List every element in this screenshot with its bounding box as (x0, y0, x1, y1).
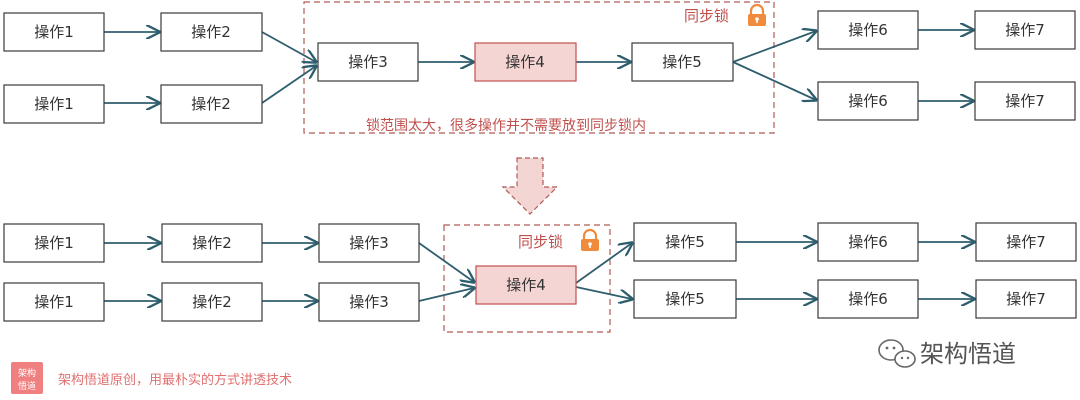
svg-text:操作7: 操作7 (1006, 290, 1046, 308)
svg-text:操作7: 操作7 (1005, 21, 1045, 39)
node-op6-row2-top: 操作6 (817, 81, 919, 121)
svg-text:操作6: 操作6 (848, 233, 888, 251)
footer-caption: 架构悟道原创，用最朴实的方式讲透技术 (58, 372, 292, 388)
node-op6-row1-bottom: 操作6 (817, 222, 919, 262)
edge (732, 61, 816, 100)
svg-text:操作6: 操作6 (848, 290, 888, 308)
svg-text:操作2: 操作2 (191, 23, 231, 41)
node-op7-row2-top: 操作7 (974, 81, 1076, 121)
node-op2-row2-bottom: 操作2 (161, 282, 263, 322)
node-op1-row2-bottom: 操作1 (3, 282, 105, 322)
svg-text:操作2: 操作2 (191, 95, 231, 113)
svg-text:操作4: 操作4 (506, 276, 546, 294)
svg-text:操作6: 操作6 (848, 21, 888, 39)
node-op4-bottom: 操作4 (475, 265, 577, 305)
lock-icon (581, 228, 599, 251)
svg-text:操作3: 操作3 (349, 234, 389, 252)
node-op2-row2-top: 操作2 (160, 84, 263, 124)
edge (261, 66, 316, 104)
svg-text:操作1: 操作1 (34, 293, 74, 311)
transition-arrow (501, 157, 559, 215)
svg-text:操作3: 操作3 (348, 53, 388, 71)
node-op5-row1-bottom: 操作5 (633, 222, 737, 262)
wechat-icon (878, 339, 916, 368)
sync-lock-region-top (303, 1, 775, 134)
svg-text:操作3: 操作3 (349, 293, 389, 311)
node-op1-row1-bottom: 操作1 (3, 223, 105, 263)
sync-lock-label-bottom: 同步锁 (518, 233, 563, 251)
svg-text:操作7: 操作7 (1006, 233, 1046, 251)
node-op6-row1-top: 操作6 (817, 10, 919, 50)
svg-text:操作5: 操作5 (665, 290, 705, 308)
edge (575, 286, 632, 299)
svg-text:操作7: 操作7 (1005, 92, 1045, 110)
node-op7-row1-bottom: 操作7 (975, 222, 1077, 262)
node-op4-top: 操作4 (474, 42, 577, 82)
sync-lock-region-bottom (443, 224, 611, 333)
node-op5-row2-bottom: 操作5 (633, 279, 737, 319)
brand-logo: 架构 悟道 (11, 362, 43, 394)
node-op1-row2-top: 操作1 (3, 84, 105, 124)
node-op2-row1-top: 操作2 (160, 12, 263, 52)
edge (418, 242, 474, 282)
svg-text:操作1: 操作1 (34, 234, 74, 252)
node-op6-row2-bottom: 操作6 (817, 279, 919, 319)
edge (418, 288, 474, 302)
svg-text:操作2: 操作2 (192, 234, 232, 252)
node-op7-row1-top: 操作7 (974, 10, 1076, 50)
node-op3-row1-bottom: 操作3 (318, 223, 420, 263)
edge (732, 31, 816, 63)
brand-name: 架构悟道 (920, 340, 1016, 368)
lock-scope-note: 锁范围太大，很多操作并不需要放到同步锁内 (366, 117, 646, 134)
node-op1-row1-top: 操作1 (3, 12, 105, 52)
edge (261, 31, 316, 62)
sync-lock-label-top: 同步锁 (684, 7, 729, 25)
svg-text:架构: 架构 (18, 367, 36, 379)
node-op7-row2-bottom: 操作7 (975, 279, 1077, 319)
node-op3-top: 操作3 (317, 42, 419, 82)
svg-text:操作5: 操作5 (665, 233, 705, 251)
node-op5-top: 操作5 (631, 42, 734, 82)
svg-text:操作1: 操作1 (34, 95, 74, 113)
svg-text:悟道: 悟道 (18, 380, 36, 392)
svg-text:操作4: 操作4 (505, 53, 545, 71)
svg-text:操作5: 操作5 (662, 53, 702, 71)
edge (575, 243, 632, 284)
svg-text:操作1: 操作1 (34, 23, 74, 41)
svg-text:操作6: 操作6 (848, 92, 888, 110)
lock-icon (748, 3, 766, 26)
svg-text:操作2: 操作2 (192, 293, 232, 311)
node-op2-row1-bottom: 操作2 (161, 223, 263, 263)
node-op3-row2-bottom: 操作3 (318, 282, 420, 322)
